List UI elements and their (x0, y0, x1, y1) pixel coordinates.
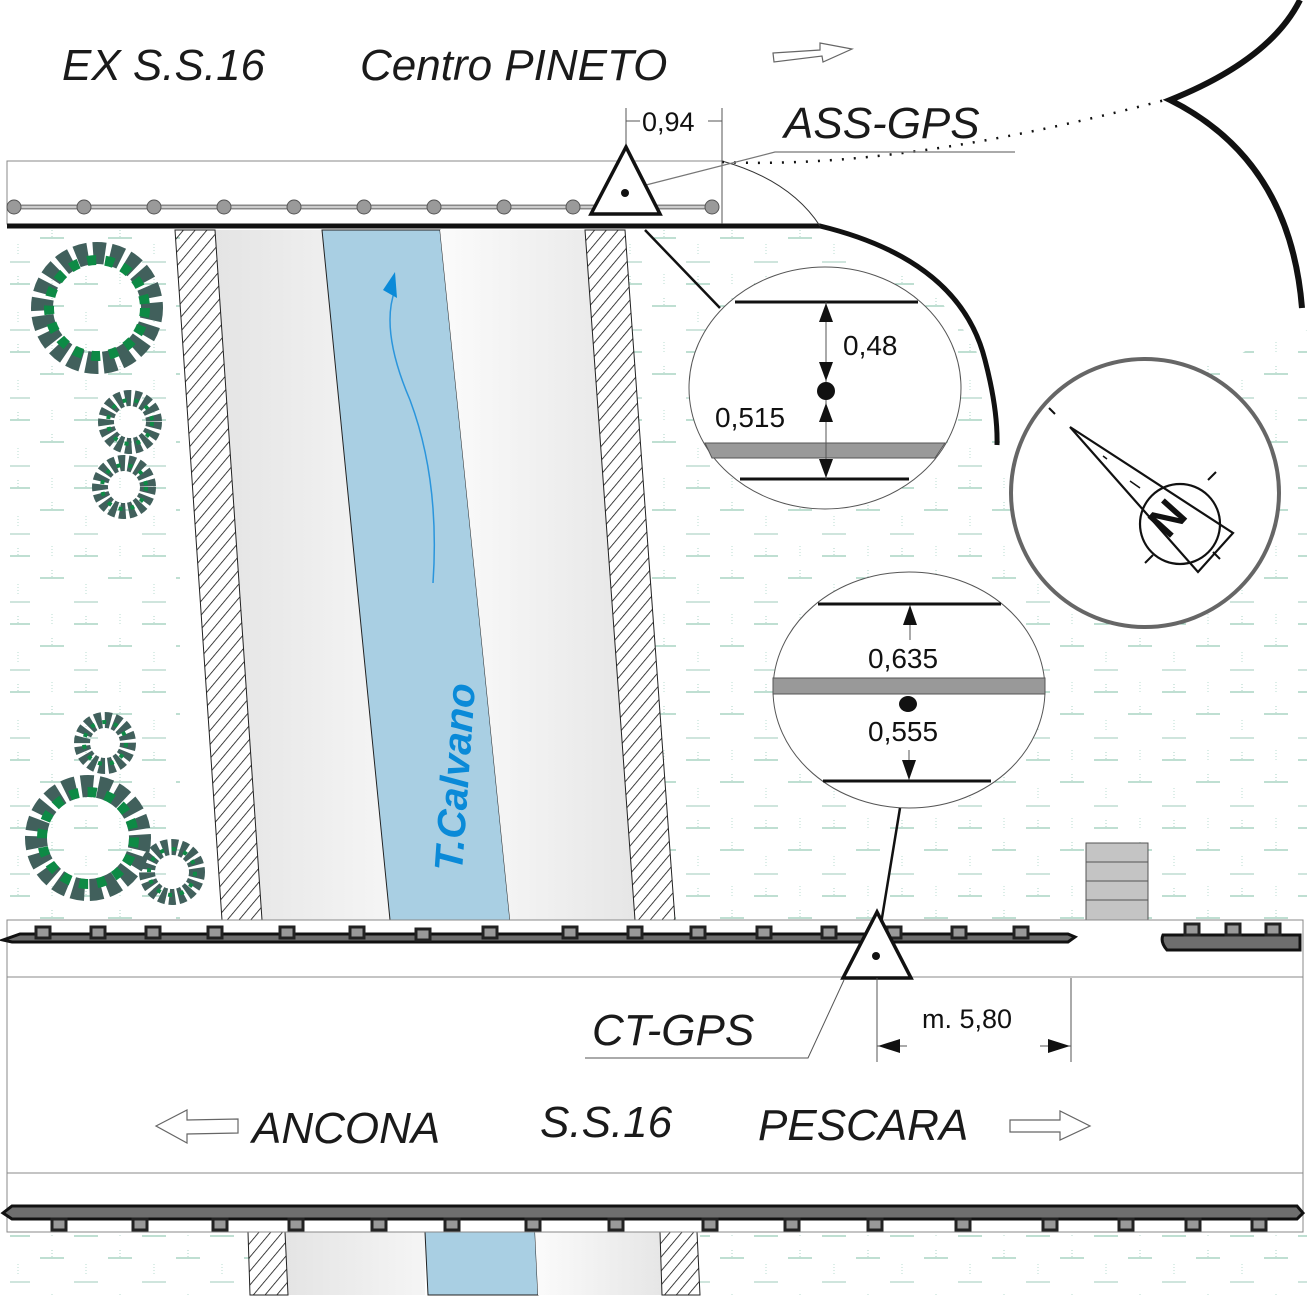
river-bank-left-bottom (285, 1232, 425, 1295)
compass-rose (1009, 357, 1281, 629)
river-flow-arrow (389, 289, 436, 584)
ct-gps-distance: m. 5,80 (922, 1004, 1012, 1034)
building (1085, 842, 1149, 921)
tree-cluster-upper-left (31, 242, 163, 519)
ass-gps-detail-upper: 0,48 (843, 330, 898, 361)
ex-road-edge (7, 223, 1000, 446)
river-bank-right-bottom (535, 1232, 662, 1295)
coast-curve (1162, 0, 1305, 309)
guardrail-north (0, 922, 1302, 952)
destination-pescara: PESCARA (758, 1101, 968, 1150)
ass-gps-detail (688, 266, 962, 510)
tree-cluster-lower-left (25, 712, 205, 905)
ct-gps-detail-lower: 0,555 (868, 716, 938, 747)
destination-ancona: ANCONA (249, 1104, 440, 1153)
town-label: Centro PINETO (360, 41, 667, 90)
ct-gps-distance-dimension (876, 978, 1072, 1062)
main-road-verge-north (6, 919, 1304, 978)
river-bank-left (215, 230, 390, 920)
ct-gps-leader (585, 979, 845, 1059)
tree-icon (31, 242, 163, 374)
river-flow-arrowhead (383, 272, 397, 298)
embankment-wall-left-bottom (247, 1231, 289, 1296)
tree-icon (98, 390, 162, 454)
ct-gps-marker-dot (872, 952, 880, 960)
guardrail-south (0, 1204, 1306, 1232)
river-bank-right (440, 230, 635, 920)
ass-gps-label: ASS-GPS (781, 99, 980, 148)
tree-icon (25, 775, 151, 901)
ass-gps-detail-leader (644, 229, 721, 309)
river-water-bottom (424, 1231, 539, 1296)
tree-icon (74, 712, 136, 774)
ex-road-curve-guide (721, 160, 821, 227)
direction-arrow-pescara (1009, 1110, 1092, 1141)
ass-gps-leader (645, 151, 1015, 186)
main-road-carriageway (6, 976, 1304, 1174)
tree-icon (139, 839, 205, 905)
embankment-wall-right-bottom (659, 1231, 701, 1296)
direction-arrow-ancona (154, 1109, 239, 1145)
direction-arrow-town (772, 42, 854, 63)
ex-road-label: EX S.S.16 (62, 41, 266, 90)
ass-gps-marker[interactable] (588, 143, 663, 216)
grass-area-bottom-left (10, 1235, 250, 1295)
main-road-verge-south (6, 1172, 1304, 1233)
ct-gps-label: CT-GPS (592, 1006, 754, 1055)
ass-gps-offset: 0,94 (642, 107, 695, 137)
tree-icon (92, 455, 156, 519)
ass-gps-detail-lower: 0,515 (715, 402, 785, 433)
ct-gps-detail (772, 571, 1046, 809)
ct-gps-detail-upper: 0,635 (868, 643, 938, 674)
ass-gps-marker-dot (621, 189, 629, 197)
grass-area-bottom-right (700, 1235, 1307, 1295)
main-road-name: S.S.16 (540, 1098, 673, 1147)
ct-gps-detail-leader (878, 807, 902, 931)
railing-posts (6, 199, 720, 215)
